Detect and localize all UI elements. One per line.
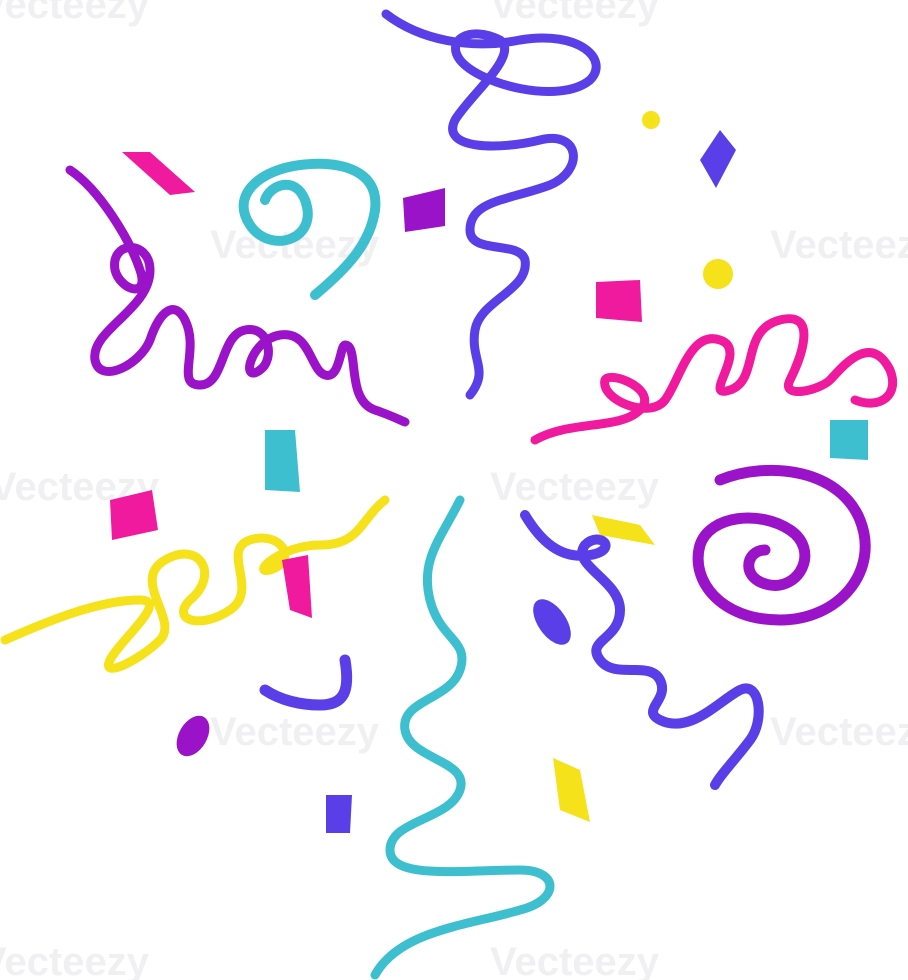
watermark-text: Vecteezy [0,0,150,27]
violet-oval [176,715,210,757]
indigo-streamer-right [520,510,764,790]
cyan-streamer-bottom [370,495,555,980]
watermark-text: Vecteezy [490,0,660,27]
yellow-confetti [553,758,590,822]
indigo-streamer-top [381,9,601,400]
watermark-text: Vecteezy [770,710,908,754]
magenta-streamer-right [530,314,897,445]
cyan-confetti [830,420,868,460]
cyan-curl-top [238,158,381,300]
watermark-text: Vecteezy [770,223,908,267]
yellow-dot [703,259,733,289]
indigo-loop-left [259,654,353,711]
watermark-text: Vecteezy [0,940,150,980]
magenta-confetti [110,490,158,540]
violet-confetti [403,188,445,232]
magenta-confetti [122,152,195,195]
yellow-streamer-left [0,495,390,673]
indigo-oval [533,599,571,645]
yellow-confetti [592,515,655,545]
yellow-dot [642,111,660,129]
confetti-pieces [110,111,868,833]
watermark-text: Vecteezy [490,940,660,980]
watermark-text: Vecteezy [210,710,380,754]
indigo-confetti [700,130,736,188]
watermark-text: Vecteezy [490,465,660,509]
violet-streamer-left [65,165,410,427]
indigo-confetti [326,795,352,833]
magenta-confetti [282,555,312,618]
cyan-confetti [265,430,300,492]
violet-spiral-right [692,464,871,626]
magenta-confetti [596,280,642,322]
